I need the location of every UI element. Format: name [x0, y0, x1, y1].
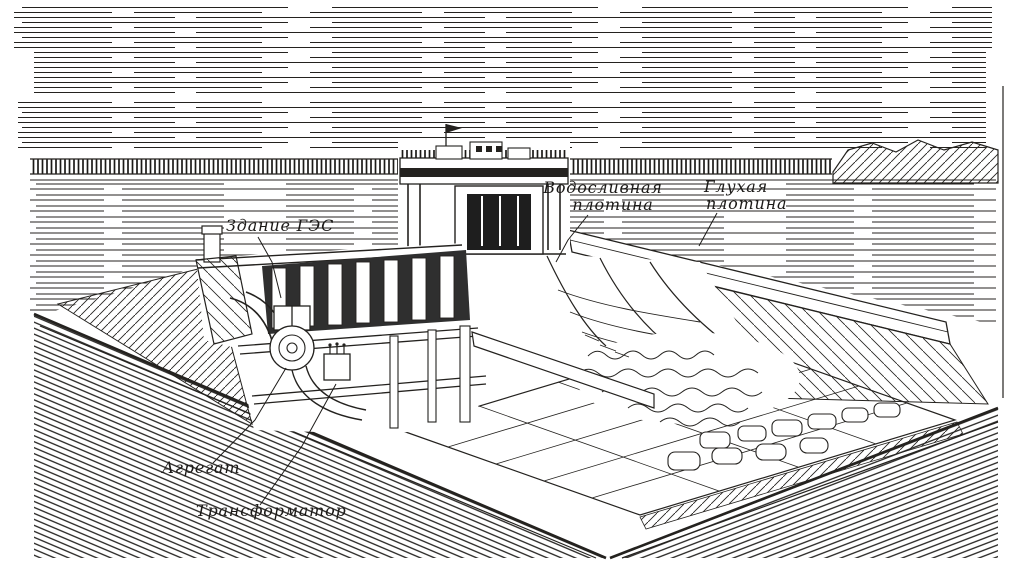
leader-unit [212, 367, 287, 464]
label-powerhouse: Здание ГЭС [226, 216, 334, 299]
label-unit-text: Агрегат [161, 458, 240, 477]
label-powerhouse-text: Здание ГЭС [226, 216, 334, 235]
upstream-wall [195, 255, 253, 345]
foreground-embankment-left [33, 312, 607, 560]
label-solid-dam-line1: Глухая [703, 177, 768, 196]
label-spillway-line1: Водосливная [542, 178, 662, 197]
reservoir-water [30, 183, 996, 325]
leader-solid-dam [698, 212, 718, 247]
leader-powerhouse [257, 236, 282, 299]
machine-hall-columns [262, 250, 470, 334]
powerhouse-cutaway [195, 225, 487, 434]
leader-transformer [259, 383, 337, 506]
intake-gate [454, 185, 544, 255]
label-solid-dam-line2: плотина [706, 194, 787, 213]
label-solid-dam: Глухая плотина [698, 177, 787, 247]
transformer [323, 342, 351, 381]
label-spillway-dam: Водосливная плотина [542, 178, 662, 263]
draft-tube [291, 365, 367, 421]
flag [445, 124, 462, 146]
training-wall [471, 331, 655, 409]
crane-legs [407, 184, 566, 255]
leader-spillway [555, 214, 589, 263]
riprap-stones [667, 402, 901, 471]
label-transformer: Трансформатор [196, 383, 347, 520]
turbine-unit [269, 305, 315, 371]
label-spillway-line2: плотина [572, 195, 653, 214]
sky-hatching [14, 6, 992, 148]
label-transformer-text: Трансформатор [196, 501, 347, 520]
label-unit: Агрегат [161, 367, 287, 477]
spillway-turbulence [577, 334, 763, 427]
gantry-crane [398, 124, 570, 255]
labels: Здание ГЭС Водосливная плотина Глухая пл… [161, 177, 787, 520]
